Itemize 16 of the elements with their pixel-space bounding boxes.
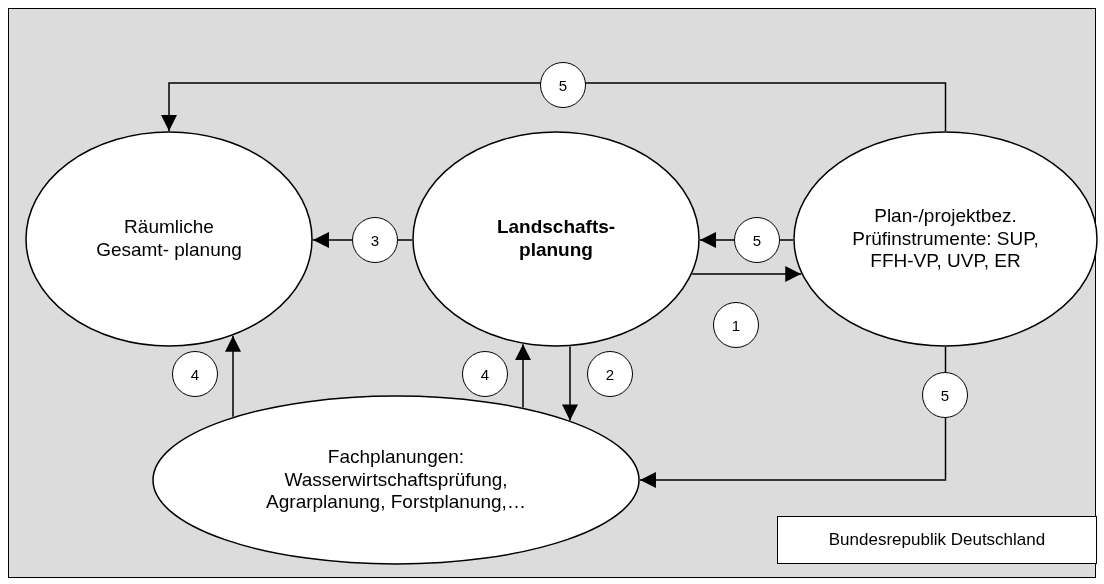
- ellipse-node: [25, 131, 313, 347]
- ellipse-node: [412, 131, 700, 347]
- node-text: Landschafts- planung: [495, 216, 617, 262]
- arrow: [562, 345, 578, 422]
- arrow: [691, 266, 802, 282]
- node-text: Räumliche Gesamt- planung: [95, 216, 243, 262]
- arrow: [515, 343, 531, 409]
- country-label-box: [777, 516, 1097, 564]
- node-text: Fachplanungen: Wasserwirtschaftsprüfung, Agrarplanung, Forstplanung,…: [265, 445, 527, 515]
- arrow: [161, 82, 947, 132]
- node-text: Plan-/projektbez. Prüfinstrumente: SUP, FFH-VP, UVP, ER: [851, 204, 1040, 274]
- arrow: [639, 346, 947, 488]
- ellipse-node: [793, 131, 1098, 347]
- arrow: [225, 335, 241, 418]
- ellipse-node: [152, 395, 640, 565]
- node-text: Bundesrepublik Deutschland: [828, 529, 1046, 551]
